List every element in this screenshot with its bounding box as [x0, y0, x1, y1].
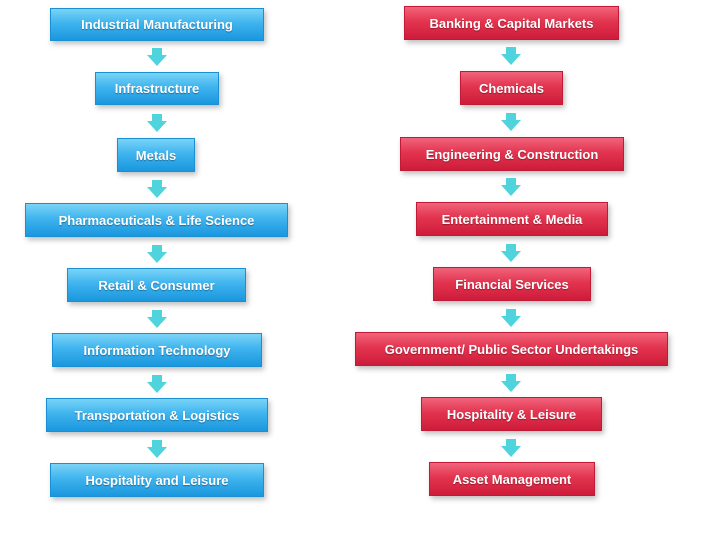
- left-item-1: Industrial Manufacturing: [50, 8, 264, 41]
- left-item-3: Metals: [117, 138, 195, 172]
- arrow-down-icon: [501, 47, 521, 65]
- arrow-down-icon: [501, 309, 521, 327]
- right-item-7: Hospitality & Leisure: [421, 397, 602, 431]
- arrow-down-icon: [501, 113, 521, 131]
- arrow-down-icon: [501, 439, 521, 457]
- left-item-label: Information Technology: [83, 342, 231, 358]
- left-item-8: Hospitality and Leisure: [50, 463, 264, 497]
- right-item-label: Hospitality & Leisure: [446, 406, 577, 422]
- right-item-label: Chemicals: [478, 80, 545, 96]
- arrow-down-icon: [501, 178, 521, 196]
- arrow-down-icon: [147, 440, 167, 458]
- left-item-label: Metals: [135, 147, 177, 163]
- arrow-down-icon: [147, 48, 167, 66]
- right-item-1: Banking & Capital Markets: [404, 6, 619, 40]
- arrow-down-icon: [501, 374, 521, 392]
- left-item-label: Industrial Manufacturing: [81, 17, 233, 32]
- left-item-7: Transportation & Logistics: [46, 398, 268, 432]
- right-item-4: Entertainment & Media: [416, 202, 608, 236]
- right-item-label: Banking & Capital Markets: [429, 15, 594, 31]
- arrow-down-icon: [501, 244, 521, 262]
- arrow-down-icon: [147, 310, 167, 328]
- right-item-3: Engineering & Construction: [400, 137, 624, 171]
- right-item-2: Chemicals: [460, 71, 563, 105]
- right-item-8: Asset Management: [429, 462, 595, 496]
- arrow-down-icon: [147, 245, 167, 263]
- arrow-down-icon: [147, 114, 167, 132]
- left-item-label: Hospitality and Leisure: [85, 472, 229, 488]
- arrow-down-icon: [147, 180, 167, 198]
- left-item-label: Pharmaceuticals & Life Science: [58, 212, 255, 228]
- left-item-5: Retail & Consumer: [67, 268, 246, 302]
- left-item-label: Infrastructure: [114, 81, 200, 96]
- right-item-label: Financial Services: [455, 276, 569, 292]
- left-item-2: Infrastructure: [95, 72, 219, 105]
- right-item-label: Government/ Public Sector Undertakings: [384, 341, 639, 357]
- left-item-label: Retail & Consumer: [98, 277, 215, 293]
- right-item-label: Entertainment & Media: [441, 211, 583, 227]
- arrow-down-icon: [147, 375, 167, 393]
- left-item-6: Information Technology: [52, 333, 262, 367]
- left-item-label: Transportation & Logistics: [74, 407, 240, 423]
- left-item-4: Pharmaceuticals & Life Science: [25, 203, 288, 237]
- right-item-label: Asset Management: [452, 471, 572, 487]
- right-item-label: Engineering & Construction: [425, 146, 599, 162]
- right-item-6: Government/ Public Sector Undertakings: [355, 332, 668, 366]
- right-item-5: Financial Services: [433, 267, 591, 301]
